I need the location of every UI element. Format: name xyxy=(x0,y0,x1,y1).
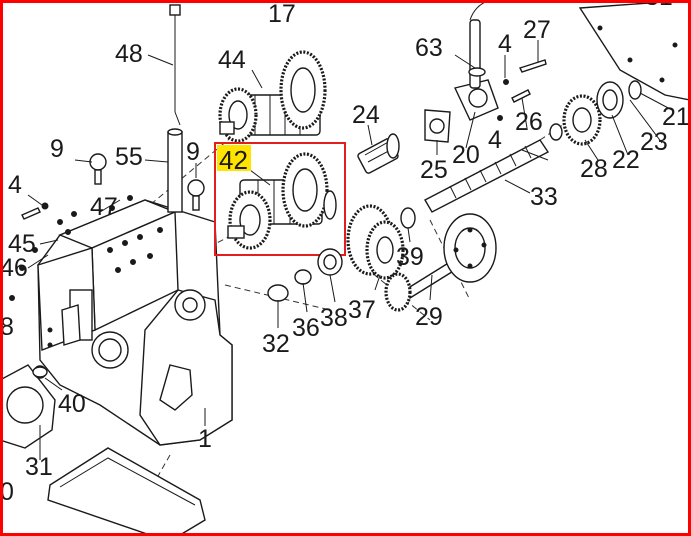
ring-23 xyxy=(549,123,563,141)
shaft-assembly-44 xyxy=(218,50,327,143)
part-label-29: 29 xyxy=(415,303,443,331)
part-labels: 17 31 48 44 63 4 27 24 21 26 4 9 55 9 42… xyxy=(0,0,690,506)
part-label-23: 23 xyxy=(640,128,668,156)
part-label-39: 39 xyxy=(396,243,424,271)
part-label-37: 37 xyxy=(348,296,376,324)
part-label-55: 55 xyxy=(115,143,143,171)
part-label-32: 32 xyxy=(262,330,290,358)
eye-bolt-2 xyxy=(187,179,205,211)
part-label-31-bottom: 31 xyxy=(25,453,53,481)
part-label-46: 46 xyxy=(0,254,28,282)
part-label-4-a: 4 xyxy=(498,30,512,58)
part-label-27: 27 xyxy=(523,16,551,44)
leader-lines xyxy=(27,40,673,460)
cover-plate xyxy=(47,447,206,536)
part-label-9-b: 9 xyxy=(186,138,200,166)
part-label-21: 21 xyxy=(662,103,690,131)
highlight-marker xyxy=(217,145,251,171)
part-label-24: 24 xyxy=(352,101,380,129)
part-label-28: 28 xyxy=(580,155,608,183)
washer-32 xyxy=(267,284,289,302)
part-label-20: 20 xyxy=(452,141,480,169)
shaft-assembly-42 xyxy=(227,152,337,250)
part-label-8: 8 xyxy=(0,313,14,341)
gear-28 xyxy=(562,94,602,146)
main-shaft xyxy=(424,139,550,213)
output-flange xyxy=(384,213,497,312)
bearing-plate xyxy=(424,109,451,143)
ring-21 xyxy=(628,80,642,100)
shift-fork xyxy=(454,0,499,121)
bearing-38 xyxy=(317,248,343,276)
breather-tube xyxy=(167,128,183,213)
part-label-4-c: 4 xyxy=(8,171,22,199)
part-label-45: 45 xyxy=(8,230,36,258)
part-label-47: 47 xyxy=(90,193,118,221)
part-label-31-top: 31 xyxy=(645,0,673,11)
flange-gasket xyxy=(0,364,56,449)
part-label-9-a: 9 xyxy=(50,135,64,163)
gearbox-housing xyxy=(37,199,233,446)
part-label-33: 33 xyxy=(530,183,558,211)
part-label-22: 22 xyxy=(612,146,640,174)
eye-bolt xyxy=(89,153,107,185)
part-label-40: 40 xyxy=(58,390,86,418)
part-label-0: 0 xyxy=(0,478,14,506)
part-label-44: 44 xyxy=(218,46,246,74)
washer-63 xyxy=(468,67,486,77)
part-label-63: 63 xyxy=(415,34,443,62)
washer-36 xyxy=(294,269,312,285)
needle-bearing xyxy=(357,133,400,174)
snap-ring-39 xyxy=(400,207,416,229)
bolts-right xyxy=(497,59,547,121)
part-label-25: 25 xyxy=(420,156,448,184)
dipstick xyxy=(169,4,181,126)
part-label-17: 17 xyxy=(268,0,296,28)
part-label-1: 1 xyxy=(198,425,212,453)
selection-box xyxy=(214,142,346,256)
bearing-22 xyxy=(596,81,624,119)
gear-37 xyxy=(346,204,405,280)
part-label-4-b: 4 xyxy=(488,126,502,154)
part-label-26: 26 xyxy=(515,108,543,136)
bolts-left xyxy=(9,195,133,301)
part-label-48: 48 xyxy=(115,40,143,68)
plug-40 xyxy=(32,366,48,378)
part-label-36: 36 xyxy=(292,314,320,342)
part-label-38: 38 xyxy=(320,304,348,332)
part-label-42: 42 xyxy=(219,145,248,175)
